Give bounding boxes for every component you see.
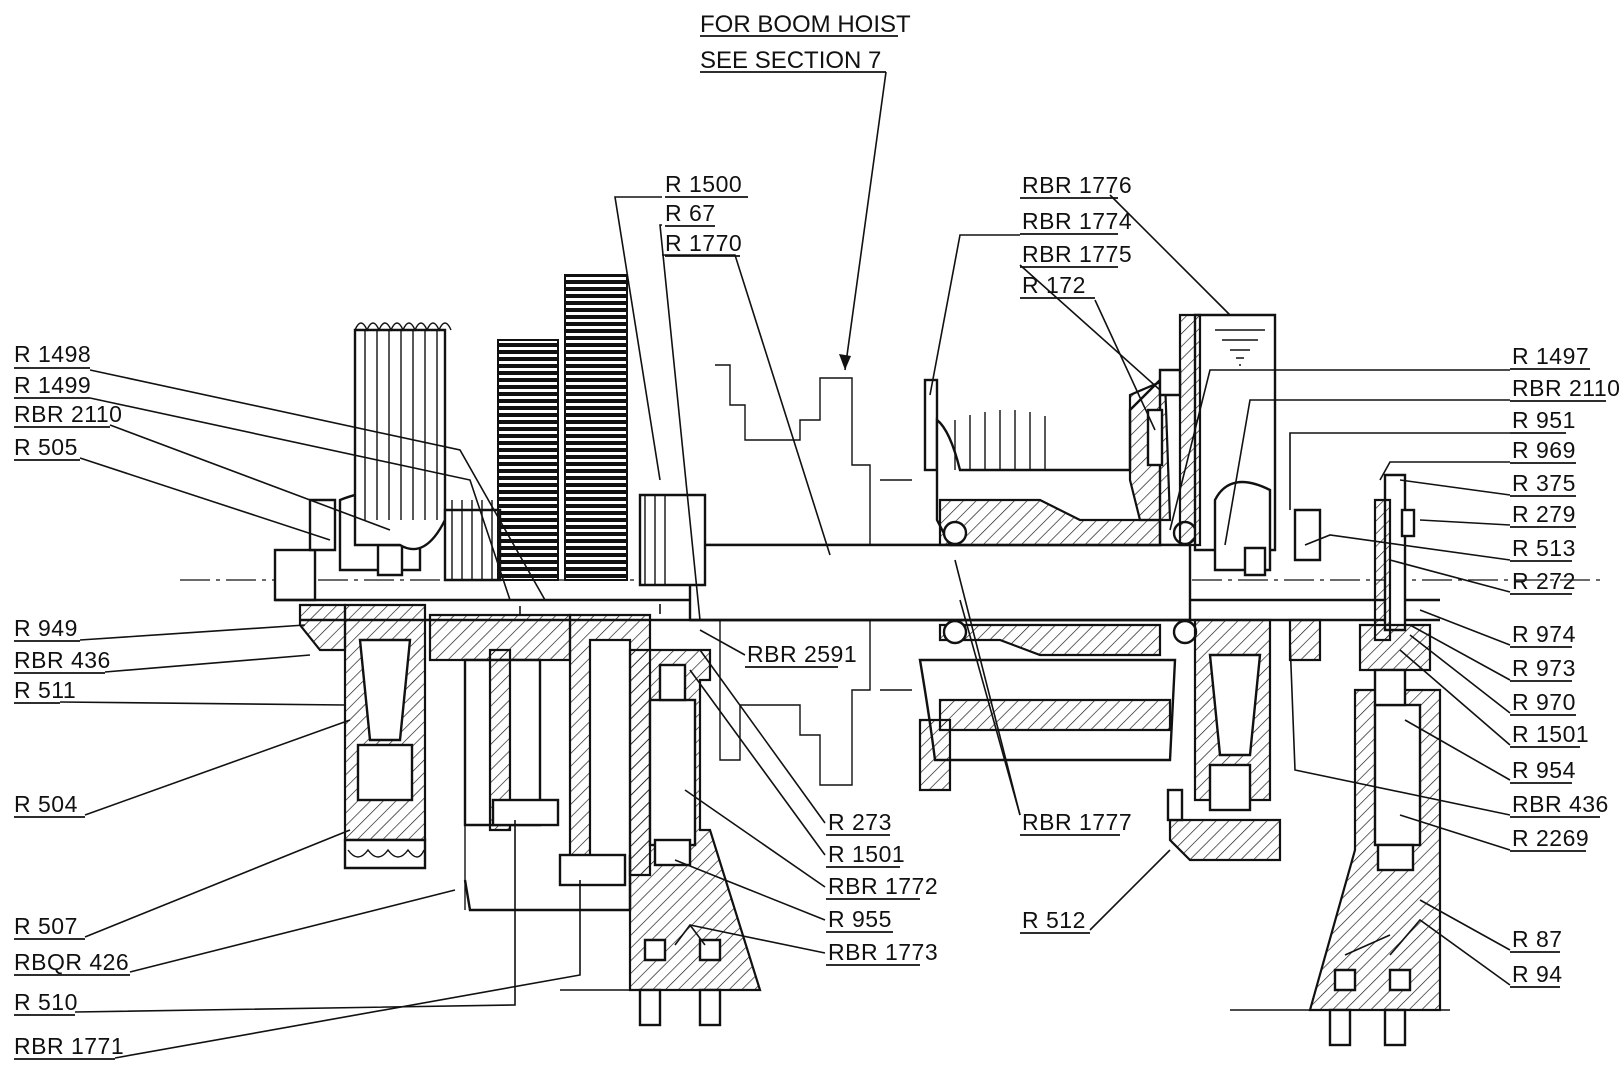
label-rbr2110-right: RBR 2110 — [1512, 375, 1620, 401]
label-r510: R 510 — [14, 989, 78, 1015]
label-r974: R 974 — [1512, 621, 1576, 647]
label-rbr2110: RBR 2110 — [14, 401, 122, 427]
label-r511: R 511 — [14, 677, 76, 703]
label-rbr436: RBR 436 — [14, 647, 111, 673]
label-r970: R 970 — [1512, 689, 1576, 715]
label-r1499: R 1499 — [14, 372, 91, 398]
label-r513: R 513 — [1512, 535, 1576, 561]
label-rbr1775: RBR 1775 — [1022, 241, 1132, 267]
label-rbr436-right: RBR 436 — [1512, 791, 1609, 817]
label-r1770: R 1770 — [665, 230, 742, 256]
label-r1501: R 1501 — [828, 841, 905, 867]
right-labels: R 1497 RBR 2110 R 951 R 969 R 375 R 279 … — [1510, 343, 1620, 988]
center-clutch-profile — [715, 364, 912, 786]
header-note: FOR BOOM HOIST SEE SECTION 7 — [700, 11, 911, 371]
label-r1497: R 1497 — [1512, 343, 1589, 369]
label-rbr2591: RBR 2591 — [747, 641, 857, 667]
label-rbr1773: RBR 1773 — [828, 939, 938, 965]
toothed-gears — [497, 274, 628, 581]
left-pedestal — [560, 648, 762, 1027]
label-rbr1776: RBR 1776 — [1022, 172, 1132, 198]
label-r949: R 949 — [14, 615, 78, 641]
label-r969: R 969 — [1512, 437, 1576, 463]
label-r87: R 87 — [1512, 926, 1563, 952]
label-r67: R 67 — [665, 200, 716, 226]
label-r505: R 505 — [14, 434, 78, 460]
center-labels: R 1500 R 67 R 1770 RBR 2591 R 273 R 1501… — [665, 171, 1132, 966]
header-line1: FOR BOOM HOIST — [700, 11, 911, 38]
label-r2269: R 2269 — [1512, 825, 1589, 851]
label-r279: R 279 — [1512, 501, 1576, 527]
label-r954: R 954 — [1512, 757, 1576, 783]
label-r973: R 973 — [1512, 655, 1576, 681]
label-r955: R 955 — [828, 906, 892, 932]
label-r172: R 172 — [1022, 272, 1086, 298]
header-line2: SEE SECTION 7 — [700, 47, 881, 74]
left-labels: R 1498 R 1499 RBR 2110 R 505 R 949 RBR 4… — [14, 341, 130, 1060]
label-r94: R 94 — [1512, 961, 1563, 987]
label-r504: R 504 — [14, 791, 78, 817]
label-rbr1774: RBR 1774 — [1022, 208, 1132, 234]
leader-lines — [59, 194, 1511, 1059]
label-r951: R 951 — [1512, 407, 1576, 433]
right-pedestal — [1230, 473, 1450, 1047]
upper-right-labels: RBR 1776 RBR 1774 RBR 1775 R 172 — [1020, 172, 1132, 299]
splined-gear — [353, 322, 502, 582]
left-housing — [298, 490, 427, 870]
label-r272: R 272 — [1512, 568, 1576, 594]
label-rbqr426: RBQR 426 — [14, 949, 129, 975]
label-rbr1772: RBR 1772 — [828, 873, 938, 899]
label-rbr1777: RBR 1777 — [1022, 809, 1132, 835]
label-r507: R 507 — [14, 913, 78, 939]
label-r375: R 375 — [1512, 470, 1576, 496]
label-r1501-right: R 1501 — [1512, 721, 1589, 747]
label-r273: R 273 — [828, 809, 892, 835]
label-r1498: R 1498 — [14, 341, 91, 367]
label-r1500: R 1500 — [665, 171, 742, 197]
brake-drum — [1158, 313, 1322, 862]
label-r512: R 512 — [1022, 907, 1086, 933]
label-rbr1771: RBR 1771 — [14, 1033, 124, 1059]
